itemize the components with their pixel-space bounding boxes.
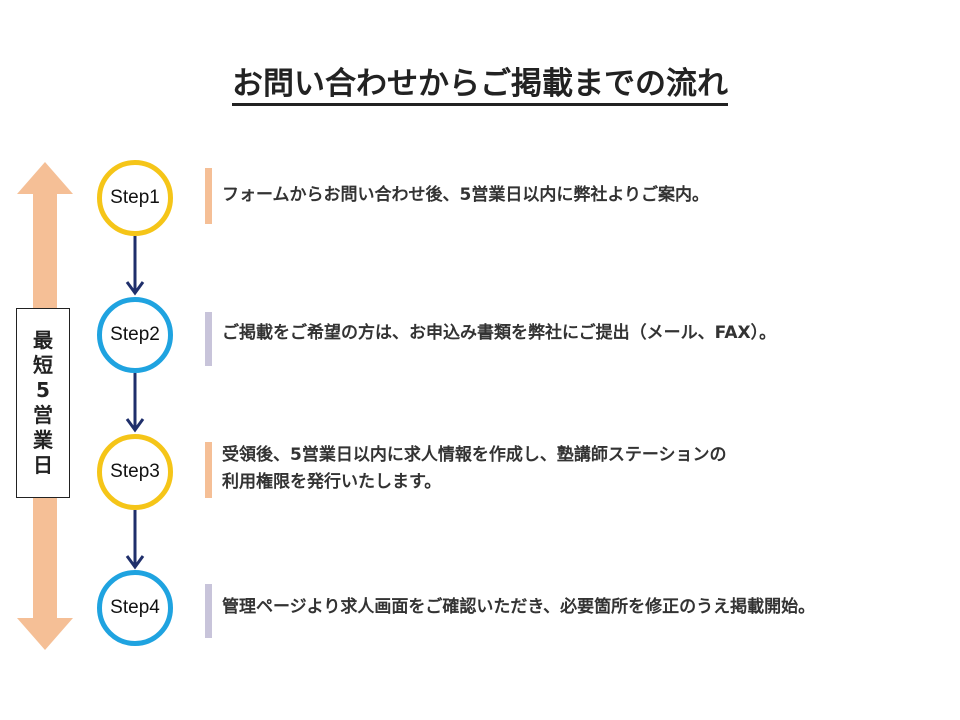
step-label: Step1: [110, 187, 160, 208]
step-label: Step4: [110, 597, 160, 618]
step1-description: フォームからお問い合わせ後、5営業日以内に弊社よりご案内。: [222, 182, 709, 209]
shortest-period-label: 最 短 5 営 業 日: [16, 308, 70, 498]
down-arrow-icon: [125, 236, 145, 296]
step-bar: [205, 442, 212, 498]
step1-circle: Step1: [97, 160, 173, 236]
title-text: お問い合わせからご掲載までの流れ: [232, 66, 728, 106]
period-char: 業: [33, 428, 53, 452]
down-arrow-icon: [125, 373, 145, 433]
step-bar: [205, 168, 212, 224]
step-bar: [205, 312, 212, 366]
step4-circle: Step4: [97, 570, 173, 646]
desc-line: ご掲載をご希望の方は、お申込み書類を弊社にご提出（メール、FAX）。: [222, 323, 777, 343]
down-arrow-icon: [125, 510, 145, 570]
step2-description: ご掲載をご希望の方は、お申込み書類を弊社にご提出（メール、FAX）。: [222, 320, 776, 347]
step4-description: 管理ページより求人画面をご確認いただき、必要箇所を修正のうえ掲載開始。: [222, 594, 815, 621]
period-char: 短: [33, 353, 53, 377]
desc-line: 受領後、5営業日以内に求人情報を作成し、塾講師ステーションの: [222, 445, 727, 465]
step-label: Step2: [110, 324, 160, 345]
period-char: 営: [33, 403, 53, 427]
period-char: 5: [36, 378, 50, 402]
desc-line: 利用権限を発行いたします。: [222, 472, 442, 492]
step-bar: [205, 584, 212, 638]
period-char: 最: [33, 328, 53, 352]
step3-description: 受領後、5営業日以内に求人情報を作成し、塾講師ステーションの利用権限を発行いたし…: [222, 442, 727, 496]
period-char: 日: [33, 453, 53, 477]
page-title: お問い合わせからご掲載までの流れ: [0, 58, 960, 106]
desc-line: フォームからお問い合わせ後、5営業日以内に弊社よりご案内。: [222, 185, 709, 205]
step-label: Step3: [110, 461, 160, 482]
desc-line: 管理ページより求人画面をご確認いただき、必要箇所を修正のうえ掲載開始。: [222, 597, 816, 617]
step2-circle: Step2: [97, 297, 173, 373]
step3-circle: Step3: [97, 434, 173, 510]
